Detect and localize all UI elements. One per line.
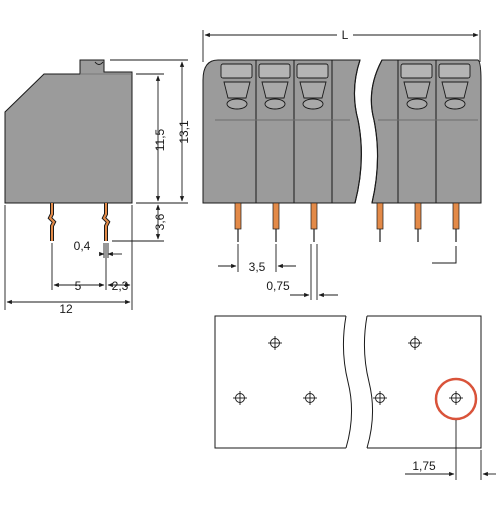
side-view: 13,1 11,5 3,6 0,4 5 2,3 12 bbox=[4, 59, 191, 316]
dim-pitch: 3,5 bbox=[249, 260, 266, 274]
dim-length: L bbox=[342, 28, 349, 42]
dim-pin-offset: 5 bbox=[75, 279, 82, 293]
dim-pin-length: 3,6 bbox=[153, 213, 167, 230]
front-housing-right bbox=[370, 59, 482, 204]
front-housing-left bbox=[202, 59, 362, 204]
dim-hole-offset: 1,75 bbox=[412, 459, 436, 473]
dim-depth: 12 bbox=[59, 302, 73, 316]
dim-pin-thickness: 0,75 bbox=[266, 279, 290, 293]
footprint-outline-left bbox=[214, 315, 346, 449]
front-view: L bbox=[202, 26, 482, 300]
front-pins bbox=[234, 202, 460, 242]
highlight-circle bbox=[434, 377, 478, 421]
footprint-outline-right bbox=[367, 315, 482, 449]
solder-holes bbox=[233, 336, 463, 405]
dim-height-total: 13,1 bbox=[177, 120, 191, 144]
dim-pin-to-edge: 2,3 bbox=[112, 279, 129, 293]
pcb-footprint: 1,75 bbox=[214, 315, 496, 480]
dim-height-body: 11,5 bbox=[153, 128, 167, 151]
side-housing bbox=[4, 59, 133, 204]
dim-pin-width: 0,4 bbox=[74, 239, 91, 253]
